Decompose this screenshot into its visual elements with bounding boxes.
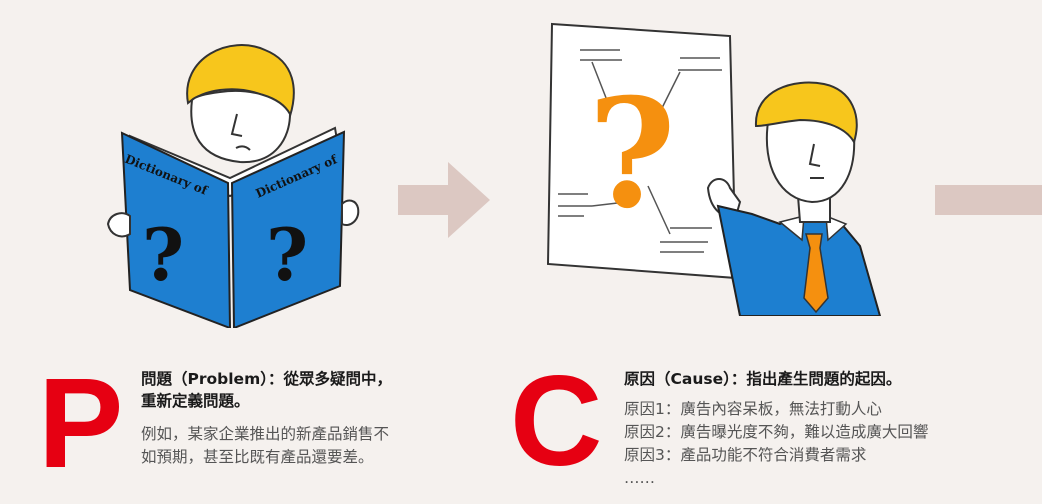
step-letter-c: C	[510, 350, 603, 493]
man-presenting-poster-illustration: ?	[540, 16, 890, 316]
step-p-title-line2: 重新定義問題。	[141, 392, 250, 410]
step-c-causes-list: 原因1：廣告內容呆板，無法打動人心 原因2：廣告曝光度不夠，難以造成廣大回響 原…	[624, 398, 1034, 490]
question-mark-icon: ?	[142, 212, 184, 297]
man-reading-dictionary-illustration: Dictionary of Dictionary of ? ?	[100, 28, 370, 328]
step-c-title: 原因（Cause）：指出產生問題的起因。	[624, 368, 1034, 390]
cause-item: 原因2：廣告曝光度不夠，難以造成廣大回響	[624, 423, 929, 441]
question-mark-icon: ?	[266, 212, 308, 297]
step-letter-p: P	[38, 352, 124, 495]
right-arrow-icon	[935, 160, 1042, 240]
step-p-title: 問題（Problem）：從眾多疑問中， 重新定義問題。	[141, 368, 461, 412]
cause-item: 原因3：產品功能不符合消費者需求	[624, 446, 867, 464]
question-mark-icon: ?	[588, 66, 676, 242]
step-p-description: 例如，某家企業推出的新產品銷售不 如預期，甚至比既有產品還要差。	[141, 423, 461, 469]
step-p-title-line1: 問題（Problem）：從眾多疑問中，	[141, 370, 392, 388]
right-arrow-icon	[398, 160, 493, 240]
step-p-description-line: 例如，某家企業推出的新產品銷售不	[141, 425, 390, 443]
step-p-description-line: 如預期，甚至比既有產品還要差。	[141, 448, 374, 466]
cause-ellipsis: ……	[624, 469, 655, 487]
cause-item: 原因1：廣告內容呆板，無法打動人心	[624, 400, 882, 418]
step-c-title-line1: 原因（Cause）：指出產生問題的起因。	[624, 370, 902, 388]
